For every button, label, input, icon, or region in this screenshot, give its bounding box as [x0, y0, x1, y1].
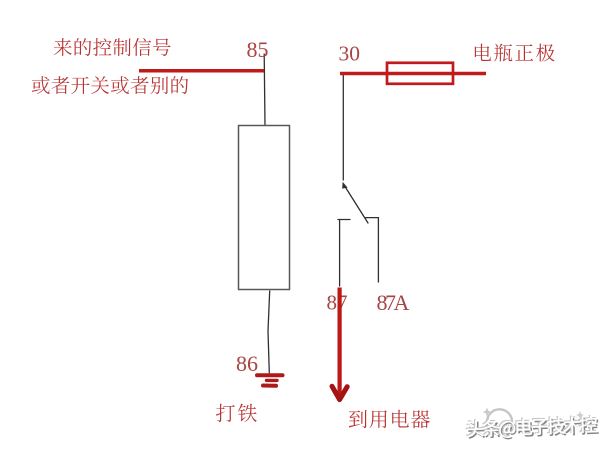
svg-text:85: 85 — [247, 37, 269, 62]
svg-text:87A: 87A — [377, 290, 410, 315]
svg-text:30: 30 — [339, 42, 361, 66]
svg-text:87: 87 — [327, 291, 348, 315]
svg-text:86: 86 — [236, 351, 258, 376]
